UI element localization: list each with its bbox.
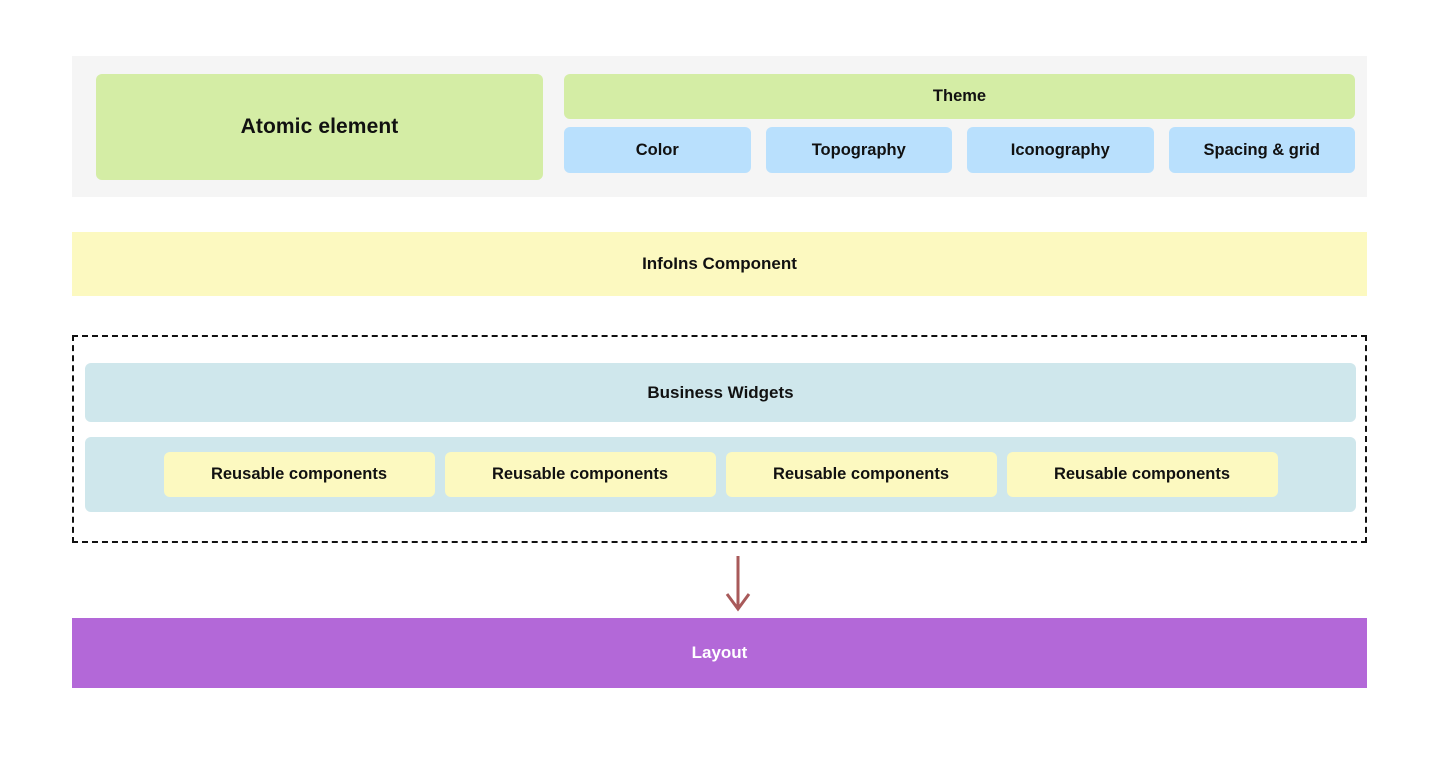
foundation-container: Atomic element Theme Color Topography Ic… [72, 56, 1367, 197]
reusable-components-row: Reusable components Reusable components … [85, 437, 1356, 512]
reusable-component-chip[interactable]: Reusable components [1006, 452, 1278, 497]
business-widgets-header[interactable]: Business Widgets [85, 363, 1356, 422]
reusable-component-label: Reusable components [491, 465, 669, 483]
reusable-component-label: Reusable components [1053, 465, 1231, 483]
theme-chip-row: Color Topography Iconography Spacing & g… [564, 127, 1355, 173]
theme-chip-topography[interactable]: Topography [765, 127, 952, 173]
theme-chip-label: Topography [811, 140, 906, 159]
layout-bar[interactable]: Layout [72, 618, 1367, 688]
reusable-component-chip[interactable]: Reusable components [444, 452, 716, 497]
business-widgets-label: Business Widgets [647, 382, 794, 402]
theme-chip-label: Iconography [1010, 140, 1110, 159]
arrow-down-icon [722, 556, 754, 612]
theme-chip-iconography[interactable]: Iconography [967, 127, 1154, 173]
theme-chip-color[interactable]: Color [564, 127, 751, 173]
atomic-element-box[interactable]: Atomic element [96, 74, 543, 180]
theme-chip-label: Color [635, 140, 679, 159]
theme-chip-label: Spacing & grid [1203, 140, 1320, 159]
theme-header-box[interactable]: Theme [564, 74, 1355, 119]
reusable-component-label: Reusable components [210, 465, 388, 483]
infoins-component-label: InfoIns Component [642, 254, 797, 273]
layout-label: Layout [691, 643, 748, 662]
reusable-component-chip[interactable]: Reusable components [163, 452, 435, 497]
theme-chip-spacing-grid[interactable]: Spacing & grid [1168, 127, 1355, 173]
atomic-element-label: Atomic element [240, 115, 399, 138]
business-widgets-group: Business Widgets Reusable components Reu… [72, 335, 1367, 543]
theme-header-label: Theme [932, 87, 987, 105]
reusable-component-label: Reusable components [772, 465, 950, 483]
theme-column: Theme Color Topography Iconography Spaci… [564, 74, 1355, 180]
infoins-component-bar[interactable]: InfoIns Component [72, 232, 1367, 296]
reusable-component-chip[interactable]: Reusable components [725, 452, 997, 497]
